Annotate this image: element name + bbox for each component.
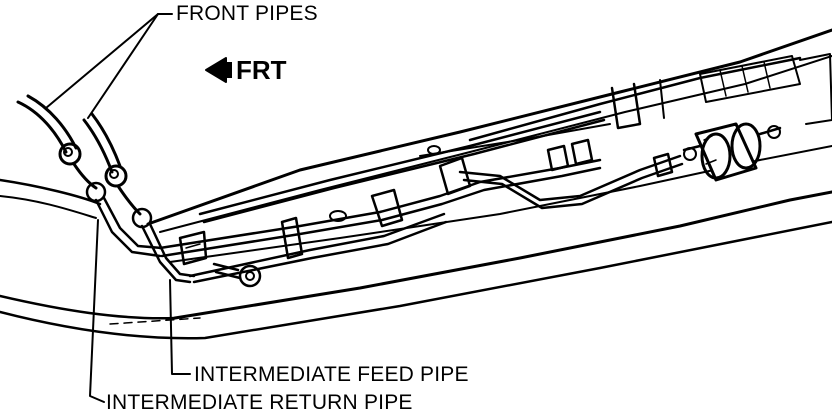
intermediate-return-pipe-label: INTERMEDIATE RETURN PIPE xyxy=(106,391,413,414)
frt-label: FRT xyxy=(236,55,287,85)
fuel-filter xyxy=(682,122,782,182)
intermediate-feed-pipe-label: INTERMEDIATE FEED PIPE xyxy=(194,363,469,386)
front-pipes xyxy=(16,94,142,216)
arrow-left-icon xyxy=(205,57,232,83)
front-pipes-label: FRONT PIPES xyxy=(176,2,318,25)
pipe-clips xyxy=(178,138,674,266)
leader-lines xyxy=(45,13,191,403)
mounting-bolt xyxy=(212,262,262,288)
frame-rail xyxy=(0,28,832,340)
